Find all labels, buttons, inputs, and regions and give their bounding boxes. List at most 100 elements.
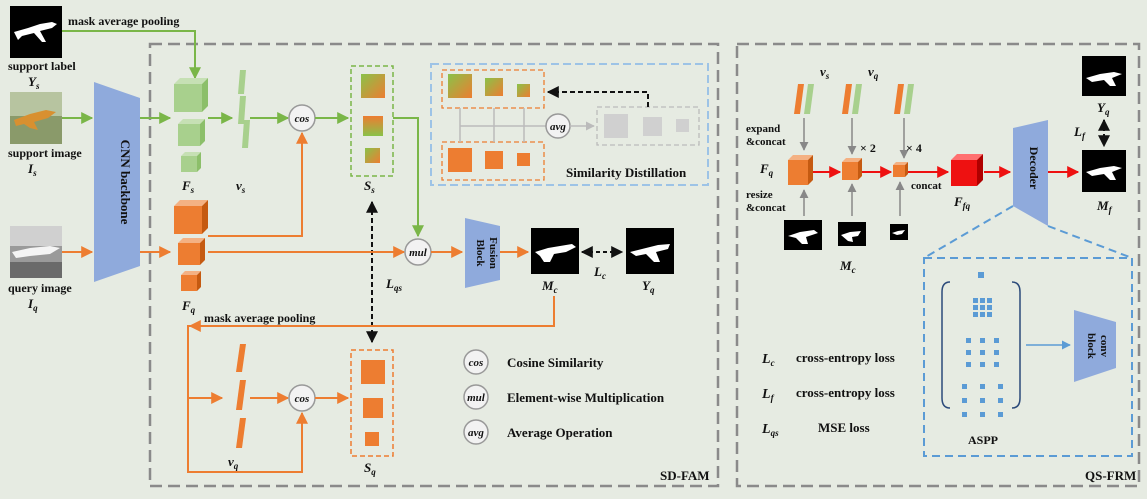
cos-operator-top-label: cos xyxy=(295,113,310,125)
fs-label: Fs xyxy=(181,178,195,195)
sq-map-medium xyxy=(363,398,383,418)
sq-group-frame xyxy=(350,349,394,457)
qs-yq-image xyxy=(1082,56,1126,96)
fusion-block xyxy=(465,218,500,288)
qs-frm-label: QS-FRM xyxy=(1085,468,1136,483)
loss-lc-text: cross-entropy loss xyxy=(796,350,895,365)
conv-block-label: convblock xyxy=(1085,333,1110,360)
fq-feature-cubes xyxy=(174,200,208,291)
ss-to-mul-arrow xyxy=(393,117,424,238)
support-label-var: Ys xyxy=(28,74,40,91)
query-image-var: Iq xyxy=(27,296,38,313)
support-label-text: support label xyxy=(8,59,76,73)
similarity-distillation-label: Similarity Distillation xyxy=(566,165,687,180)
qs-vs-label: vs xyxy=(820,64,830,81)
qs-frm-frame xyxy=(735,42,1141,488)
ffq-feature-cube xyxy=(951,154,983,186)
loss-lf-symbol: Lf xyxy=(761,387,775,403)
qs-vector-pairs xyxy=(794,84,914,114)
legend-text-cos: Cosine Similarity xyxy=(507,355,604,370)
resize-concat-label: resize&concat xyxy=(746,189,786,214)
cos-operator-bottom-label: cos xyxy=(295,393,310,405)
ss-map-large xyxy=(361,74,385,98)
vs-vectors xyxy=(238,70,250,148)
legend-symbol-cos: cos xyxy=(469,357,484,369)
aspp-bracket-left xyxy=(941,281,951,409)
distill-sq-row-frame xyxy=(441,141,545,181)
cnn-backbone xyxy=(94,82,140,282)
loss-lf-text: cross-entropy loss xyxy=(796,385,895,400)
avg-map-2 xyxy=(643,117,662,136)
scale-x4-label: × 4 xyxy=(906,141,922,155)
mul-operator-label: mul xyxy=(409,247,428,259)
distill-feedback-arrow xyxy=(546,86,649,107)
lqs-label: Lqs xyxy=(385,276,402,293)
distill-ss-map-2 xyxy=(485,78,503,96)
lc-label: Lc xyxy=(593,264,606,281)
operator-legend: cos Cosine Similarity mul Element-wise M… xyxy=(463,349,665,445)
ffq-label: Ffq xyxy=(953,194,971,211)
conv-block xyxy=(1074,310,1116,382)
qs-fq-label: Fq xyxy=(759,161,774,178)
ss-map-small xyxy=(365,148,380,163)
expand-concat-label: expand&concat xyxy=(746,123,786,148)
mc-label: Mc xyxy=(541,278,558,295)
qs-mc-label: Mc xyxy=(839,258,856,275)
mf-mask-image xyxy=(1082,150,1126,192)
decoder-block xyxy=(1013,120,1048,226)
ss-group-frame xyxy=(350,65,394,177)
distill-sq-map-3 xyxy=(517,153,530,166)
qs-vq-label: vq xyxy=(868,64,879,81)
loss-legend: Lc cross-entropy loss Lf cross-entropy l… xyxy=(761,350,895,438)
loss-lqs-symbol: Lqs xyxy=(761,422,779,438)
legend-text-avg: Average Operation xyxy=(507,425,613,440)
similarity-distillation-frame xyxy=(430,63,709,186)
aspp-label: ASPP xyxy=(968,433,998,447)
query-image-text: query image xyxy=(8,281,72,295)
zoom-line-left xyxy=(923,205,1014,259)
distill-ss-row-frame xyxy=(441,69,545,109)
sd-fam-label: SD-FAM xyxy=(660,468,710,483)
loss-lqs-text: MSE loss xyxy=(818,420,870,435)
support-label-image xyxy=(10,6,62,58)
mf-label: Mf xyxy=(1096,198,1113,215)
decoder-detail-frame xyxy=(923,257,1133,457)
sq-map-small xyxy=(365,432,379,446)
support-image xyxy=(10,92,62,144)
zoom-line-right xyxy=(1047,225,1133,259)
fq-to-cos-top-arrow xyxy=(208,131,308,237)
avg-operator-label: avg xyxy=(550,121,566,133)
legend-text-mul: Element-wise Multiplication xyxy=(507,390,665,405)
avg-map-1 xyxy=(604,114,628,138)
vq-label: vq xyxy=(228,454,239,471)
aspp-bracket-right xyxy=(1011,281,1021,409)
lf-label: Lf xyxy=(1073,124,1086,141)
yq-ground-truth-image xyxy=(626,228,674,274)
mc-mask-image xyxy=(531,228,579,274)
qs-yq-label: Yq xyxy=(1097,100,1110,117)
fusion-block-label: FusionBlock xyxy=(474,237,499,269)
aspp-dilation-grids xyxy=(962,272,1003,417)
fq-label: Fq xyxy=(181,298,196,315)
scale-x2-label: × 2 xyxy=(860,141,876,155)
yq-label: Yq xyxy=(642,278,655,295)
sq-map-large xyxy=(361,360,385,384)
resize-arrows xyxy=(799,181,905,216)
loss-lc-symbol: Lc xyxy=(761,352,775,368)
mask-pool-top-label: mask average pooling xyxy=(68,14,179,28)
distill-connector-lines xyxy=(459,108,546,142)
legend-symbol-avg: avg xyxy=(468,427,484,439)
legend-symbol-mul: mul xyxy=(467,392,486,404)
avg-map-3 xyxy=(676,119,689,132)
mask-pool-bottom-label: mask average pooling xyxy=(204,311,315,325)
concat-label: concat xyxy=(911,180,942,192)
distill-ss-map-1 xyxy=(448,74,472,98)
cnn-backbone-label: CNN backbone xyxy=(118,140,133,225)
fs-feature-cubes xyxy=(174,78,208,172)
ss-map-medium xyxy=(363,116,383,136)
fq-to-cos-bottom-arrow xyxy=(222,411,308,473)
qs-mc-masks xyxy=(784,220,908,250)
qs-fq-cubes xyxy=(788,155,908,185)
